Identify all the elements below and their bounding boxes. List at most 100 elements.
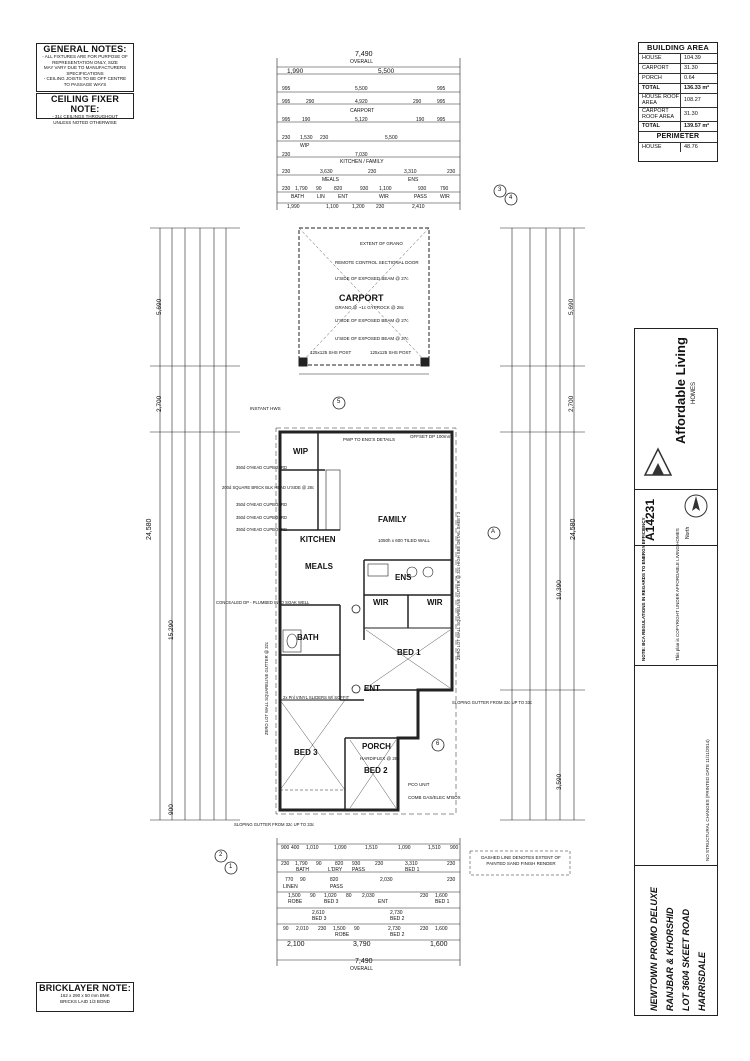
dim: 1,090 (398, 845, 411, 851)
dim: 230 (368, 169, 377, 175)
dim: 770 (285, 877, 294, 883)
dim-label: WIP (300, 143, 310, 149)
dim: 290 (413, 99, 422, 105)
dim: 4,920 (355, 99, 368, 105)
building-area-title: BUILDING AREA (647, 43, 709, 52)
ceiling-note-title: CEILING FIXER NOTE: (50, 94, 120, 114)
room-bed1: BED 1 (397, 648, 421, 657)
suburb: HARRISDALE (697, 951, 707, 1011)
room-ent: ENT (364, 684, 380, 693)
general-notes-panel: GENERAL NOTES: - ALL FIXTURES ARE FOR PU… (36, 43, 134, 92)
dim-label: ENT (338, 194, 348, 200)
dim: 1,090 (334, 845, 347, 851)
dim: 90 (354, 926, 360, 932)
lot-address: LOT 3604 SKEET ROAD (681, 908, 691, 1011)
dim: 1,500 (333, 926, 346, 932)
dim: 995 (437, 86, 446, 92)
dim: 90 (316, 186, 322, 192)
plan-note: 2x Pnl VINYL SLIDERS W/ SOFFIT (283, 695, 350, 700)
dim: 820 (335, 861, 344, 867)
plan-note: 125x125 SHS POST (370, 350, 412, 355)
dim: 190 (302, 117, 311, 123)
dim-label: PASS (330, 884, 343, 890)
dim: 7,030 (355, 152, 368, 158)
general-notes-line: - CEILING JOISTS TO BE OFF CENTRE (43, 76, 127, 81)
plan-note: PWP TO ENG'S DETAILS (343, 437, 396, 442)
dim: 1,100 (379, 186, 392, 192)
dim: 900 (281, 845, 290, 851)
ceiling-note-line: UNLESS NOTED OTHERWISE (53, 119, 117, 125)
ceiling-note-line: - 31c CEILINGS THROUGHOUT (52, 114, 118, 119)
ceiling-fixer-note-panel: CEILING FIXER NOTE: - 31c CEILINGS THROU… (36, 93, 134, 125)
dim-label: BED 1 (405, 867, 420, 873)
notice-title: NOTE: BCA REGULATIONS IN REGARDS TO ENER… (641, 517, 646, 661)
dim: 1,500 (288, 893, 301, 899)
dim: 3,790 (353, 941, 371, 948)
dim: 90 (316, 861, 322, 867)
overall-top-value: 7,490 (355, 51, 373, 58)
north-label: North (685, 526, 691, 539)
plan-note: CONCEALED DP - PLUMBED INTO SOAK WELL (216, 600, 310, 605)
dim: 230 (281, 861, 290, 867)
dim: 930 (352, 861, 361, 867)
dim: 2,730 (388, 926, 401, 932)
room-wir: WIR (427, 598, 443, 607)
plan-note: SLOPING GUTTER FROM 32c UP TO 33c (452, 700, 533, 705)
dim: 230 (282, 169, 291, 175)
dim-label: BATH (296, 867, 309, 873)
dim: 230 (318, 926, 327, 932)
room-carport: CARPORT (339, 293, 384, 303)
bricklayer-note-line: BRICKS LAID 1/3 BOND (60, 998, 110, 1004)
general-notes-line: SPECIFICATIONS (66, 70, 104, 76)
general-notes-line: REPRESENTATION ONLY, SIZE (52, 59, 118, 65)
dim: 1,510 (365, 845, 378, 851)
dim-label: L'DRY (328, 867, 343, 873)
room-meals: MEALS (305, 562, 333, 571)
brand-sub: HOMES (691, 381, 697, 404)
dim: 230 (447, 169, 456, 175)
dim-label: BED 1 (435, 899, 450, 905)
dim: 1,600 (435, 926, 448, 932)
dim: 930 (418, 186, 427, 192)
dim: 230 (375, 861, 384, 867)
overall-top-label: OVERALL (350, 59, 374, 65)
dim: 290 (306, 99, 315, 105)
dim: 2,610 (312, 910, 325, 916)
plan-note: SLOPING GUTTER FROM 32c UP TO 33c (234, 822, 315, 827)
revision-note: NO STRUCTURAL CHANGES (PRINTED DATE 11/1… (705, 739, 710, 861)
dim-label: ENS (408, 177, 419, 183)
dim-label: BED 3 (312, 916, 327, 922)
dim-label: LIN (317, 194, 325, 200)
right-dim: 10,390 (556, 580, 563, 600)
room-bath: BATH (297, 633, 319, 642)
dim-label: PASS (352, 867, 365, 873)
overall-bottom-label: OVERALL (350, 966, 374, 972)
plan-note: 125x125 SHS POST (310, 350, 352, 355)
dim: 1,790 (295, 861, 308, 867)
dim: 1,990 (287, 68, 304, 75)
dim: 5,500 (355, 86, 368, 92)
north-arrow-icon (684, 494, 708, 518)
plan-note: GRANO @ ~1c GYPROCK @ 28c (335, 305, 405, 310)
plan-note: U'SIDE OF EXPOSED BEAM @ 27c (335, 318, 409, 323)
plan-note: OFFSET DP 100mm (410, 434, 452, 439)
dim-label: MEALS (322, 177, 339, 183)
dim: 2,030 (380, 877, 393, 883)
dim: 995 (437, 117, 446, 123)
dim: 1,600 (430, 941, 448, 948)
dim: 2,100 (287, 941, 305, 948)
dim: 1,510 (428, 845, 441, 851)
copyright-note: This plan is COPYRIGHT UNDER AFFORDABLE … (675, 528, 680, 661)
section-marker: A (491, 529, 496, 535)
left-dim: 900 (168, 804, 175, 815)
plan-note: EXTENT OF GRANO (360, 241, 403, 246)
section-marker: 3 (498, 187, 502, 193)
dim: 2,010 (296, 926, 309, 932)
dim: 3,630 (320, 169, 333, 175)
notice-panel: NOTE: BCA REGULATIONS IN REGARDS TO ENER… (635, 517, 717, 666)
section-marker: 2 (219, 852, 223, 858)
dim: 5,120 (355, 117, 368, 123)
